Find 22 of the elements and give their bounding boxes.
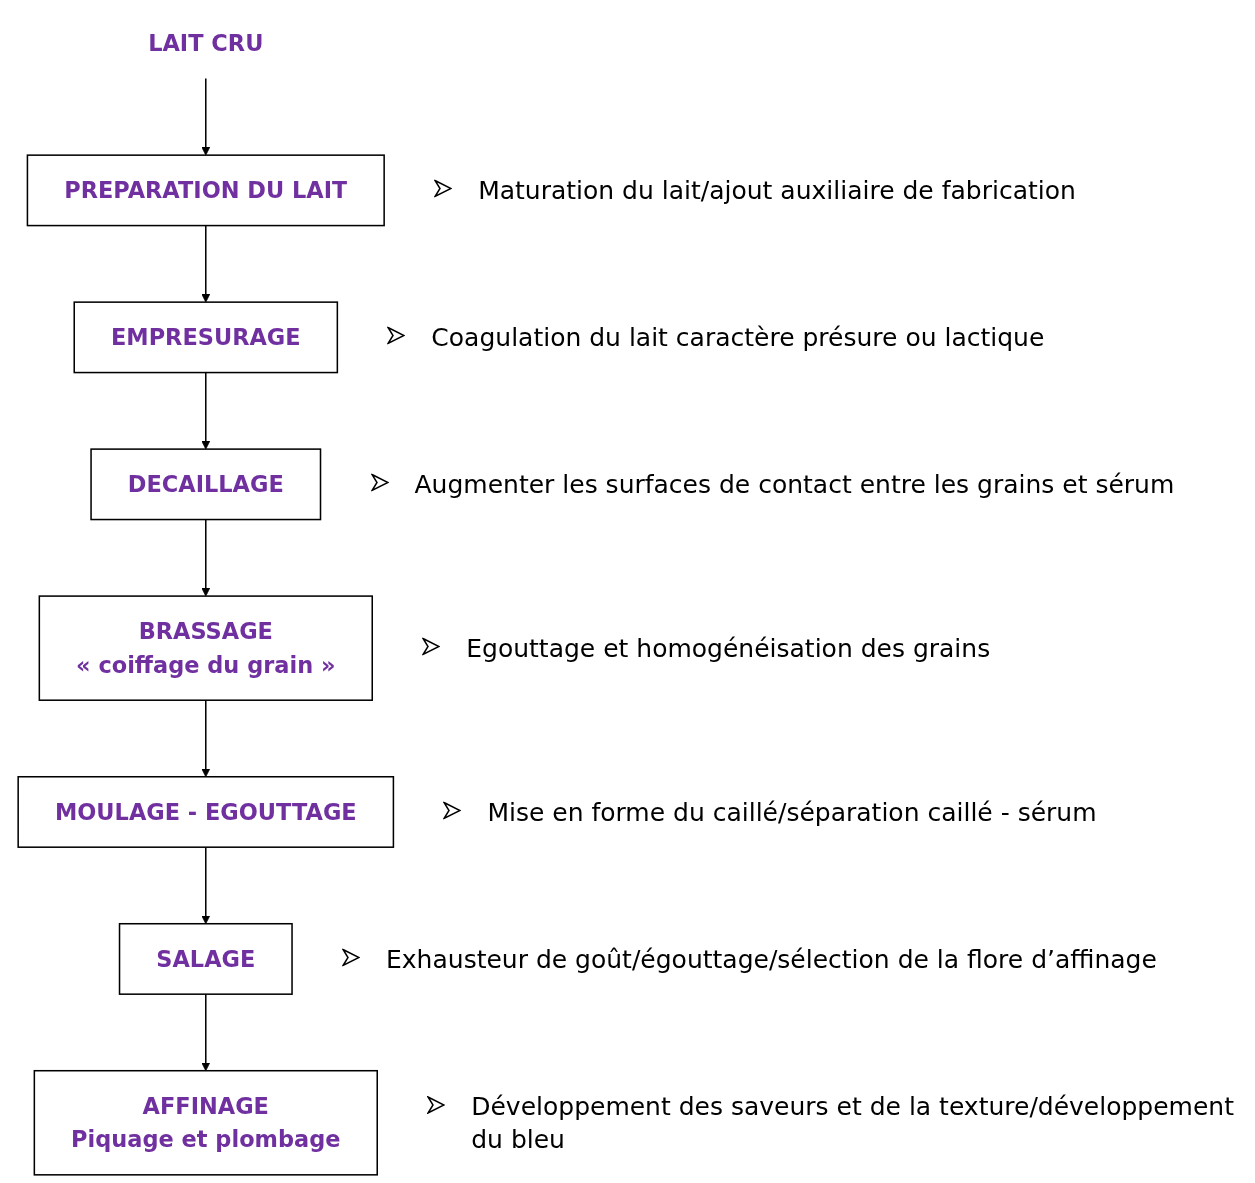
node-box: AFFINAGE Piquage et plombage [33,1069,378,1176]
description-text: Coagulation du lait caractère présure ou lactique [431,321,1045,354]
description-text: Développement des saveurs et de la texture/développement du bleu [471,1090,1235,1156]
node-text: LAIT CRU [148,30,264,57]
node-box: EMPRESURAGE [73,301,339,374]
arrow [201,518,211,597]
description-text: Mise en forme du caillé/séparation caillé - sérum [487,796,1097,829]
description-text: Exhausteur de goût/égouttage/sélection de la flore d’affinage [386,943,1157,976]
arrow [201,846,211,925]
node-box: BRASSAGE « coiffage du grain » [38,595,373,701]
node-box: DECAILLAGE [90,448,322,521]
arrow [201,699,211,778]
node-box: PREPARATION DU LAIT [26,154,385,227]
node-box: SALAGE [118,922,293,995]
arrow [201,371,211,450]
description-text: Egouttage et homogénéisation des grains [466,632,991,665]
description-text: Maturation du lait/ajout auxiliaire de fabrication [478,174,1076,207]
arrow [201,993,211,1072]
arrow [201,224,211,303]
node-box: MOULAGE - EGOUTTAGE [17,776,395,848]
arrow [201,77,211,156]
description-text: Augmenter les surfaces de contact entre les grains et sérum [414,468,1175,501]
